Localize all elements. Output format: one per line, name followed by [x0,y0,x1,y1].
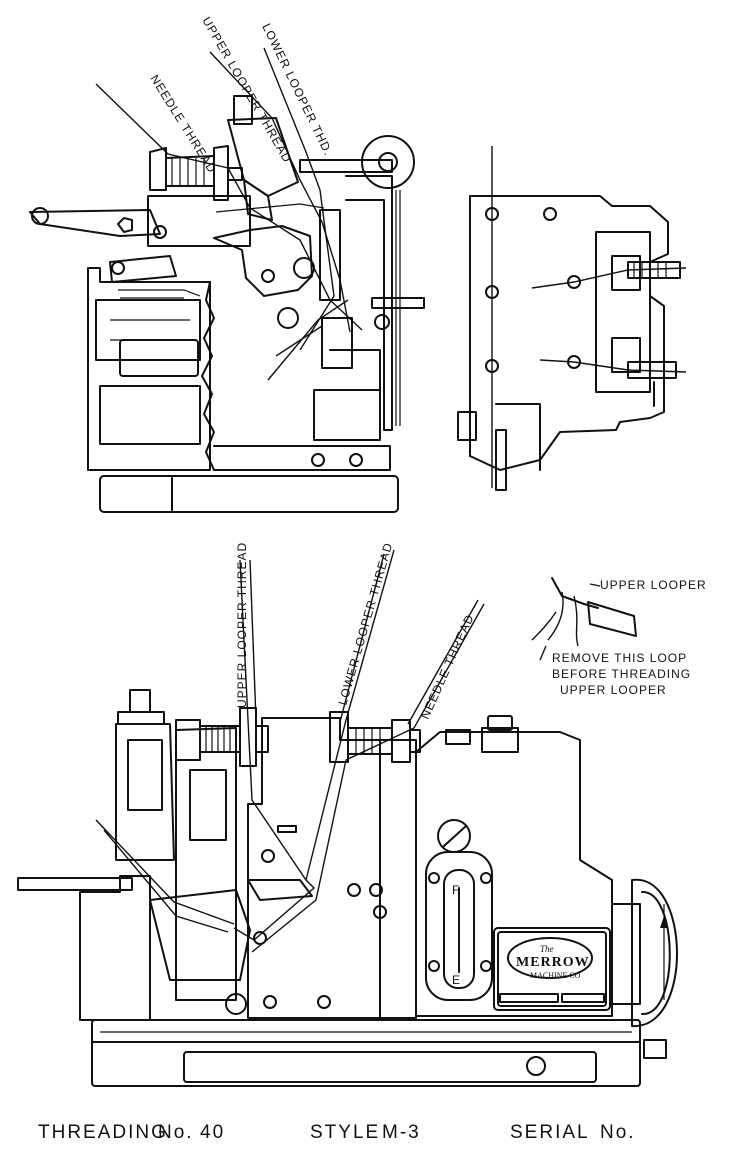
inset-upper-looper-label: UPPER LOOPER [600,578,707,592]
inset-note-line-1: REMOVE THIS LOOP [552,651,687,665]
plate-brand-script: The [540,944,554,954]
bottom-needle-thread-label: NEEDLE THREAD [418,612,477,721]
upper-looper-inset [531,577,637,661]
inset-note-line-3: UPPER LOOPER [560,683,667,697]
caption-number-label: No. [158,1122,194,1143]
bottom-front-view [17,549,678,1087]
caption-threading: THREADING [38,1122,168,1143]
caption-style-value: M-3 [382,1122,421,1143]
plate-company: MACHINE CO [530,971,581,980]
caption-style-label: STYLE [310,1122,380,1143]
plate-brand: MERROW [516,955,590,970]
top-side-view [457,146,687,491]
dial-letter-bottom: E [452,973,461,987]
top-front-view [29,47,425,513]
dial-letter-top: F [452,883,460,897]
caption-number-value: 40 [200,1122,225,1143]
caption-serial-number-label: No. [600,1122,636,1143]
caption-serial-label: SERIAL [510,1122,590,1143]
bottom-lower-looper-thread-label: LOWER LOOPER THREAD [335,541,395,707]
bottom-upper-looper-thread-label: UPPER LOOPER THREAD [235,542,249,708]
top-needle-thread-label: NEEDLE THREAD [147,72,219,176]
inset-note-line-2: BEFORE THREADING [552,667,691,681]
